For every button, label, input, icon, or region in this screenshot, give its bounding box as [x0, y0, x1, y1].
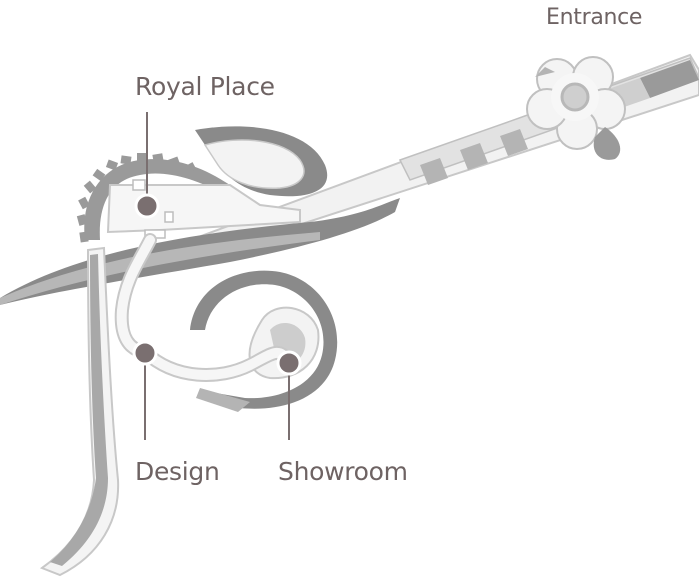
showroom-label[interactable]: Showroom: [278, 457, 408, 486]
design-marker[interactable]: [132, 340, 158, 366]
entrance-flower: [526, 56, 626, 160]
toothed-arch: [76, 153, 301, 243]
walkways: [114, 233, 295, 382]
royal-place-marker[interactable]: [134, 193, 160, 219]
royal-place-label[interactable]: Royal Place: [135, 72, 275, 101]
showroom-loop: [190, 270, 338, 412]
entrance-label[interactable]: Entrance: [546, 5, 643, 30]
location-markers: [132, 112, 302, 440]
stem-band: [39, 246, 120, 577]
design-label[interactable]: Design: [135, 457, 220, 486]
showroom-marker[interactable]: [276, 350, 302, 376]
upper-curl: [195, 126, 328, 197]
